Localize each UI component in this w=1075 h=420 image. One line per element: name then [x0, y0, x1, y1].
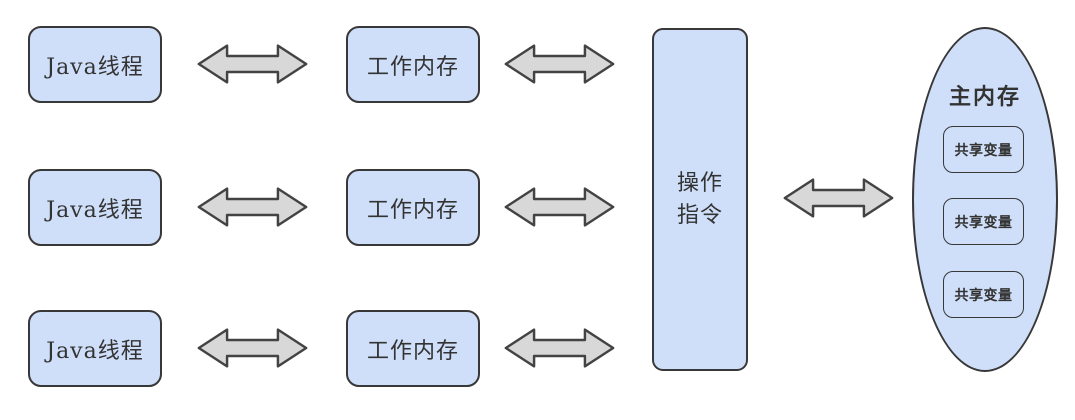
working-memory-label: 工作内存 — [366, 338, 459, 364]
bidirectional-arrow-icon — [196, 326, 309, 370]
bidirectional-arrow-icon — [503, 326, 616, 370]
shared-variable-box: 共享变量 — [943, 271, 1024, 318]
java-thread-box: Java线程 — [28, 26, 162, 103]
bidirectional-arrow-icon — [196, 42, 309, 86]
operation-instruction-box: 操作指令 — [652, 28, 748, 371]
working-memory-label: 工作内存 — [366, 54, 459, 80]
bidirectional-arrow-icon — [503, 185, 616, 229]
main-memory-title: 主内存 — [948, 84, 1021, 110]
bidirectional-arrow-icon — [503, 42, 616, 86]
working-memory-label: 工作内存 — [366, 197, 459, 223]
java-thread-label: Java线程 — [46, 338, 144, 364]
shared-variable-label: 共享变量 — [954, 287, 1013, 304]
shared-variable-box: 共享变量 — [943, 126, 1024, 173]
operation-instruction-label: 操作指令 — [676, 170, 723, 228]
working-memory-box: 工作内存 — [346, 26, 480, 103]
bidirectional-arrow-icon — [196, 185, 309, 229]
shared-variable-label: 共享变量 — [954, 214, 1013, 231]
working-memory-box: 工作内存 — [346, 310, 480, 387]
java-thread-label: Java线程 — [46, 197, 144, 223]
shared-variable-label: 共享变量 — [954, 142, 1013, 159]
java-thread-label: Java线程 — [46, 54, 144, 80]
java-thread-box: Java线程 — [28, 169, 162, 246]
bidirectional-arrow-icon — [782, 176, 895, 220]
java-thread-box: Java线程 — [28, 310, 162, 387]
working-memory-box: 工作内存 — [346, 169, 480, 246]
shared-variable-box: 共享变量 — [943, 198, 1024, 245]
